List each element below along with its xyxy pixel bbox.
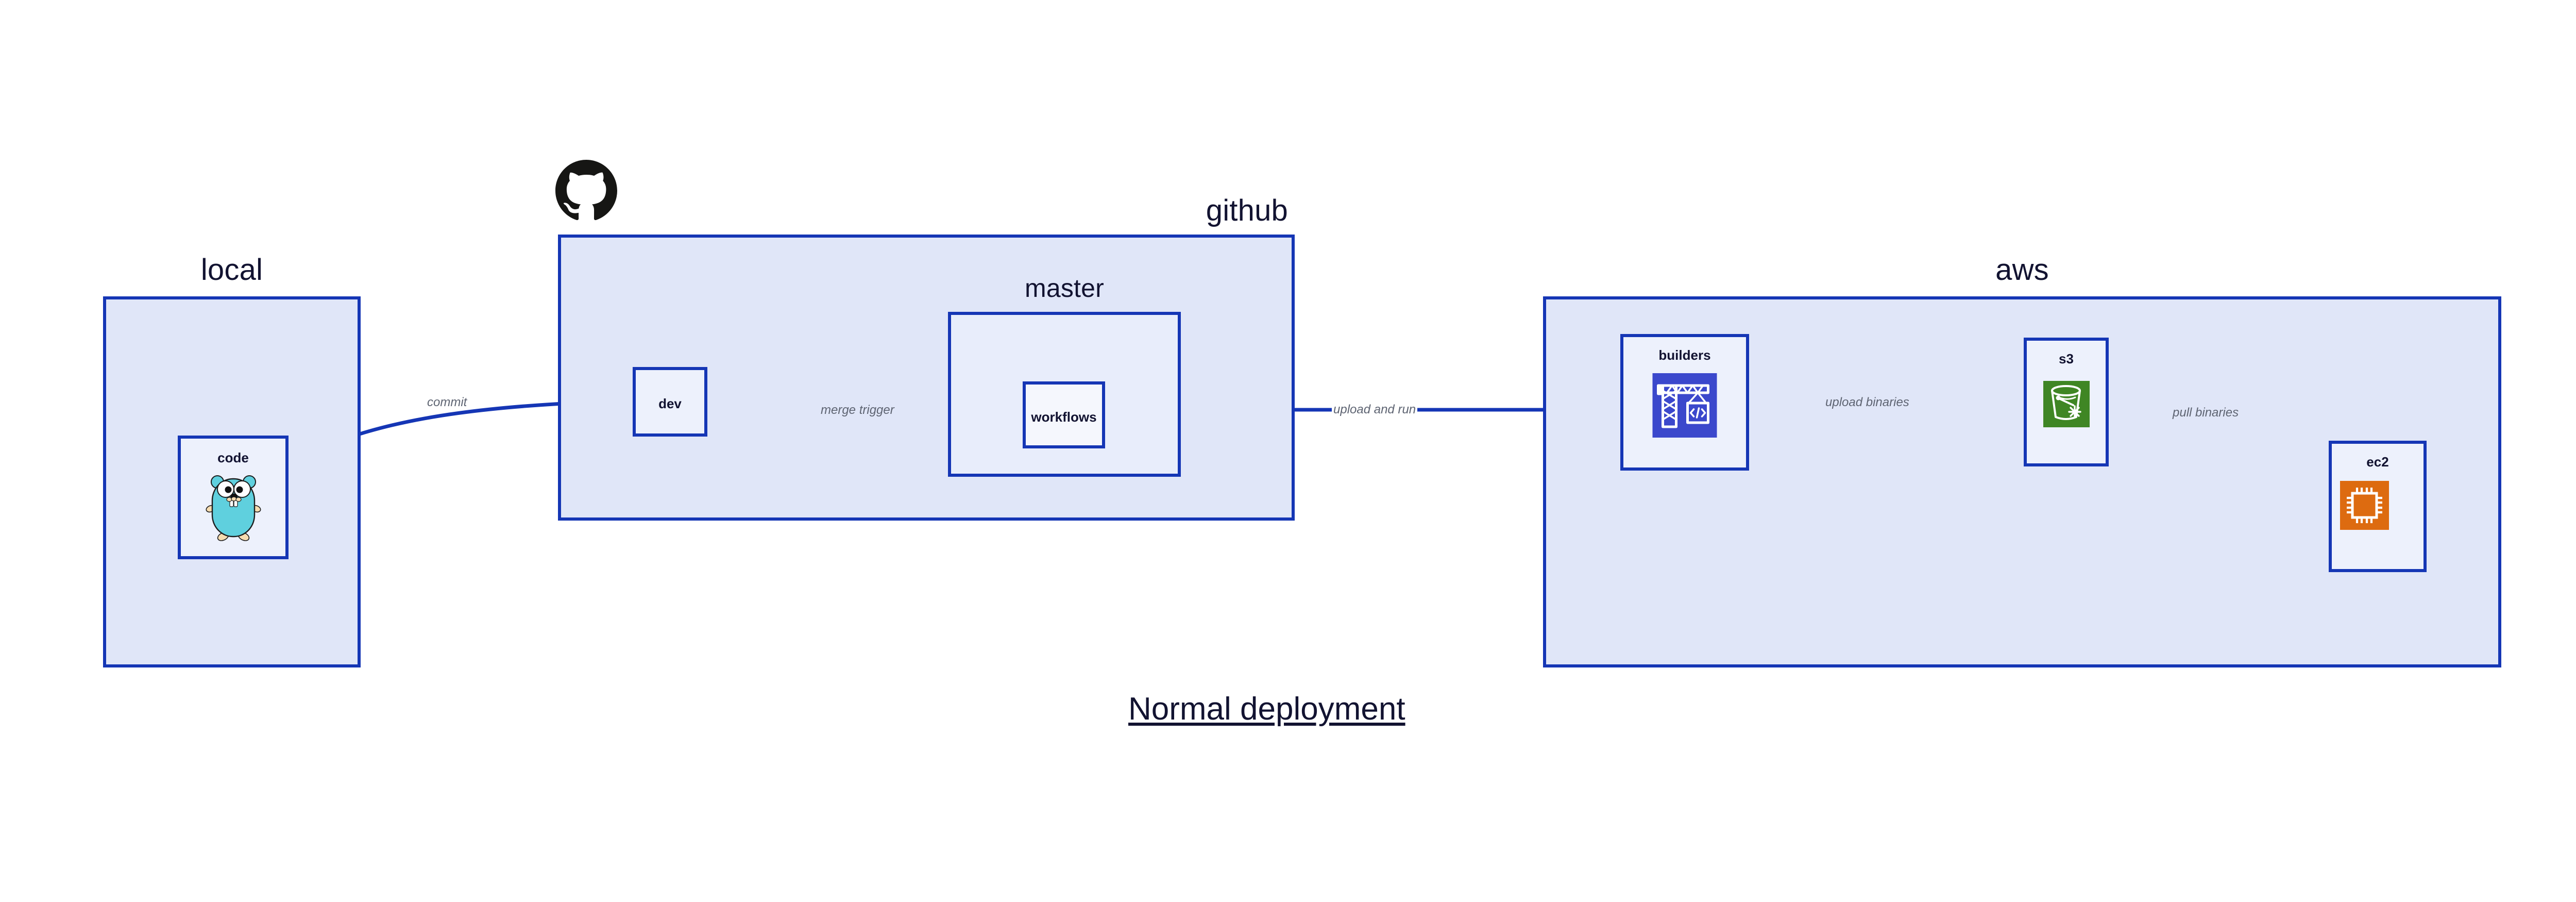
edge-label-merge-trigger: merge trigger (819, 403, 896, 417)
s3-bucket-icon (2043, 381, 2090, 427)
cpu-chip-icon (2340, 481, 2389, 530)
github-octocat-icon (555, 160, 617, 222)
go-gopher-icon (205, 471, 262, 543)
group-label-master: master (1024, 274, 1104, 303)
node-ec2-label: ec2 (2366, 454, 2389, 470)
node-s3-label: s3 (2059, 351, 2074, 366)
group-label-aws: aws (1995, 253, 2049, 287)
group-label-local: local (200, 253, 263, 287)
node-builders-label: builders (1658, 347, 1711, 363)
node-builders[interactable]: builders (1620, 334, 1749, 471)
node-s3[interactable]: s3 (2024, 338, 2109, 466)
node-workflows-label: workflows (1031, 409, 1097, 425)
crane-code-icon (1652, 373, 1717, 438)
edge-label-commit: commit (426, 395, 469, 410)
group-label-github: github (1206, 194, 1288, 227)
node-code-label: code (217, 450, 249, 465)
node-code[interactable]: code (178, 436, 289, 559)
edge-label-upload-binaries: upload binaries (1824, 395, 1911, 410)
node-ec2[interactable]: ec2 (2329, 441, 2427, 572)
node-workflows[interactable]: workflows (1023, 381, 1105, 448)
node-dev[interactable]: dev (633, 367, 707, 437)
page-title: Normal deployment (1128, 691, 1405, 727)
edge-label-pull-binaries: pull binaries (2171, 406, 2241, 420)
edge-label-upload-and-run: upload and run (1332, 403, 1418, 417)
node-dev-label: dev (658, 396, 682, 411)
